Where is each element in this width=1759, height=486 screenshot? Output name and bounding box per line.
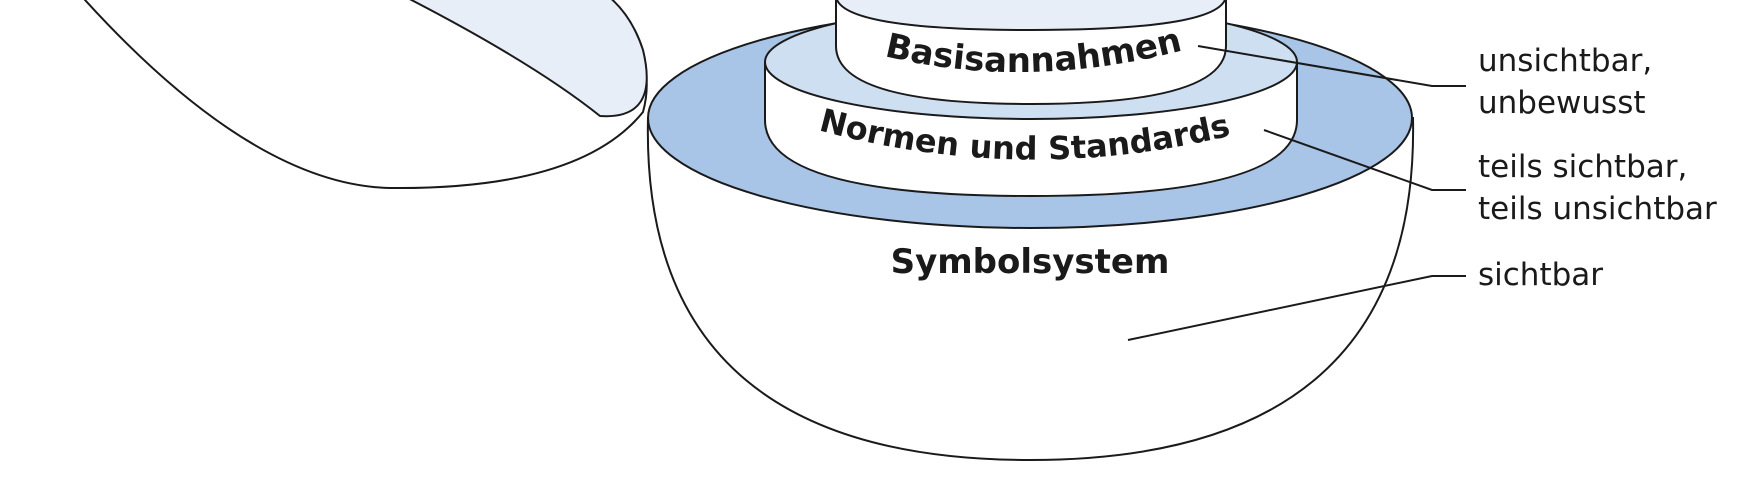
annotation-normen-line-1: teils sichtbar, (1478, 149, 1688, 185)
symbolsystem-label: Symbolsystem (891, 242, 1170, 282)
annotation-normen: teils sichtbar, teils unsichtbar (1478, 146, 1717, 230)
leader-line-basis (1197, 45, 1466, 87)
annotation-symbol-line-1: sichtbar (1478, 257, 1604, 293)
leader-line-normen (1263, 129, 1466, 191)
detached-cap-top-surface (409, 0, 648, 118)
annotation-basis-line-2: unbewusst (1478, 85, 1646, 121)
annotation-basis-line-1: unsichtbar, (1478, 43, 1653, 79)
leader-line-symbol (1127, 275, 1466, 341)
annotation-symbol: sichtbar (1478, 254, 1603, 296)
annotation-normen-line-2: teils unsichtbar (1478, 191, 1717, 227)
inner-cylinder-top (836, 0, 1226, 32)
annotation-basis: unsichtbar, unbewusst (1478, 40, 1652, 124)
